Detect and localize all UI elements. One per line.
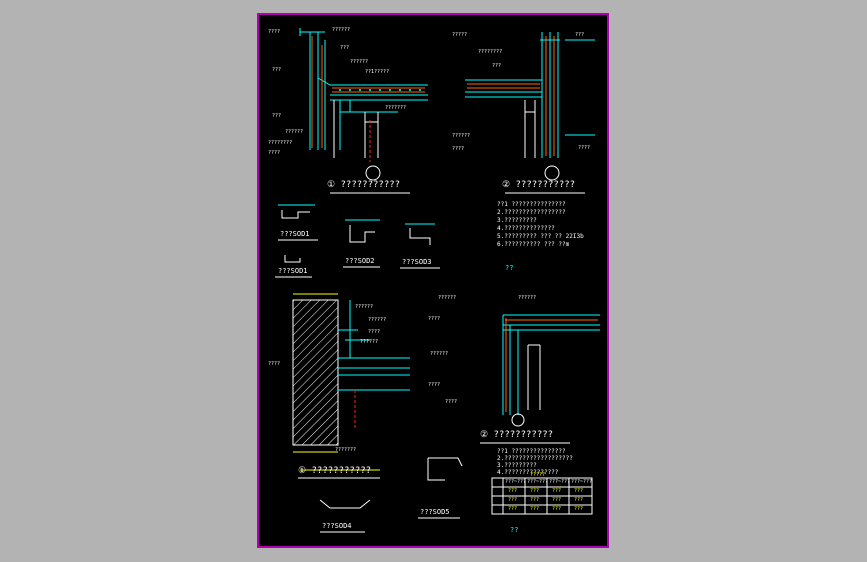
notes-1-line: 2.????????????????? — [497, 209, 566, 216]
table-header-cell: ???~??? — [527, 479, 549, 485]
detail-2-rebar — [467, 36, 555, 156]
detail-1-label: ?????? — [350, 59, 369, 65]
detail-2-label: ????? — [452, 32, 468, 38]
detail-4-label: ?????? — [518, 295, 537, 301]
detail-1-label: ???????? — [268, 140, 293, 146]
section-sod1b-caption: ???SOD1 — [278, 267, 308, 275]
detail-4-wall — [527, 344, 541, 410]
detail-1-label: ??? — [272, 113, 282, 119]
table-cell: ??? — [530, 497, 540, 503]
detail-1-label: ??? — [272, 67, 282, 73]
detail-1-dots — [339, 89, 421, 91]
table-cell: ??? — [552, 488, 562, 494]
detail-2-label: ??? — [492, 63, 502, 69]
notes-1-line: 4.?????????????? — [497, 225, 555, 232]
section-sod1-caption: ???SOD1 — [280, 230, 310, 238]
detail-1-label: ???? — [268, 29, 281, 35]
table-cell: ??? — [552, 497, 562, 503]
detail-3-dims — [293, 293, 380, 471]
detail-3-linework — [338, 300, 410, 391]
detail-3-label: ?????? — [355, 304, 374, 310]
table-header-cell: ???~??? — [505, 479, 527, 485]
detail-1-label: ???? — [268, 150, 281, 156]
table-caption: ????? — [530, 472, 546, 478]
notes-2-line: ??1 ??????????????? — [497, 448, 566, 455]
detail-1-label: ??? — [340, 45, 350, 51]
detail-4-linework — [502, 314, 600, 415]
table-cell: ??? — [508, 497, 518, 503]
detail-2-label: ???? — [578, 145, 591, 151]
notes-1-line: 3.????????? — [497, 217, 537, 224]
table-cell: ??? — [530, 488, 540, 494]
detail-2-wall — [524, 100, 536, 158]
notes-2-line: 3.????????? — [497, 462, 537, 469]
table-cell: ??? — [508, 506, 518, 512]
detail-4-title: ② ??????????? — [480, 430, 554, 440]
table-cell: ??? — [530, 506, 540, 512]
table-header-cell: ???~??? — [549, 479, 571, 485]
detail-3-label: ???? — [368, 329, 381, 335]
detail-4-label: ???? — [428, 316, 441, 322]
detail-1-label: ??1????? — [365, 69, 390, 75]
detail-1-rebar — [311, 36, 425, 148]
detail-4-label: ???? — [445, 399, 458, 405]
section-sod4-lines — [319, 457, 463, 509]
detail-1-wall — [333, 100, 379, 158]
notes-1-line: ??1 ??????????????? — [497, 201, 566, 208]
detail-3-label: ??????? — [335, 447, 357, 453]
section-sod5-caption: ???SOD5 — [420, 508, 450, 516]
section-sod2-caption: ???SOD2 — [345, 257, 375, 265]
table-cell: ??? — [574, 497, 584, 503]
detail-3-title: ① ??????????? — [298, 466, 372, 476]
detail-4-rebar — [505, 318, 598, 412]
table-cell: ??? — [552, 506, 562, 512]
notes-2-line: 4.??????????????? — [497, 469, 559, 476]
detail-2-label: ???????? — [478, 49, 503, 55]
detail-1-label: ?????? — [332, 27, 351, 33]
detail-2-label: ?????? — [452, 133, 471, 139]
detail-2-linework — [465, 32, 595, 158]
detail-2-label: ???? — [452, 146, 465, 152]
detail-3-label: ???? — [268, 361, 281, 367]
table-header-cell: ???~??? — [571, 479, 593, 485]
detail-3-label: ?????? — [368, 317, 387, 323]
notes-1-line: 6.?????????? ??? ??m — [497, 241, 570, 248]
section-captions-lines — [275, 239, 440, 278]
detail-3-label: ?????? — [360, 339, 379, 345]
detail-2-marker — [544, 165, 560, 181]
detail-1-label: ??????? — [385, 105, 407, 111]
detail-2-label: ??? — [575, 32, 585, 38]
notes-1-mark: ?? — [505, 264, 514, 272]
detail-4-label: ?????? — [430, 351, 449, 357]
detail-4-label: ???? — [428, 382, 441, 388]
section-sod3-caption: ???SOD3 — [402, 258, 432, 266]
section-dims — [278, 204, 435, 225]
table-grid — [491, 477, 593, 515]
detail-2-title: ② ??????????? — [502, 180, 576, 190]
section-bottom-captions — [320, 517, 460, 533]
detail-4-label: ?????? — [438, 295, 457, 301]
table-cell: ??? — [508, 488, 518, 494]
detail-1-linework — [299, 28, 428, 150]
detail-1-label: ?????? — [285, 129, 304, 135]
detail-1-marker — [365, 165, 381, 181]
table-cell: ??? — [574, 506, 584, 512]
section-sod4-caption: ???SOD4 — [322, 522, 352, 530]
notes-2-mark: ?? — [510, 526, 519, 534]
detail-1-title: ① ??????????? — [327, 180, 401, 190]
section-sod1-lines — [281, 210, 431, 263]
notes-1-line: 5.????????? ??? ?? 22I3b — [497, 233, 584, 240]
notes-2-line: 2.??????????????????? — [497, 455, 573, 462]
detail-3-wall-hatch — [292, 299, 339, 446]
table-cell: ??? — [574, 488, 584, 494]
detail-4-marker — [511, 413, 525, 427]
